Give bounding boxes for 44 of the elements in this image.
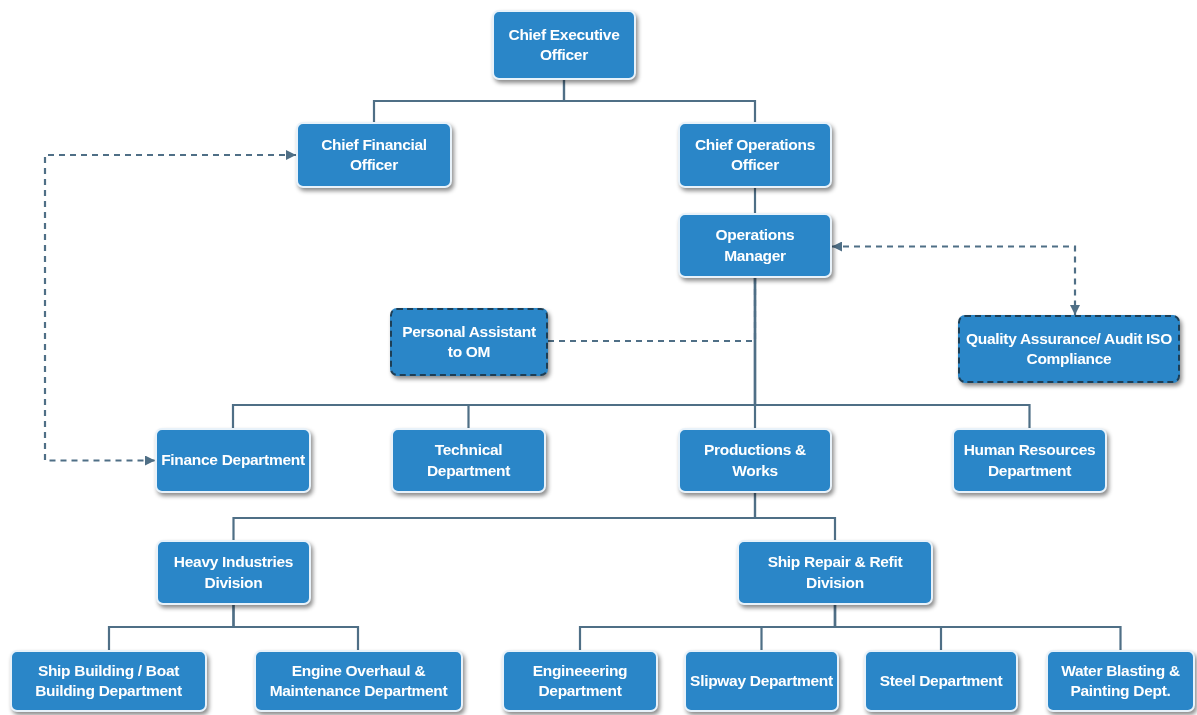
connector-line <box>753 493 837 540</box>
org-box <box>391 428 546 493</box>
node-label: Chief Executive Officer <box>507 24 621 65</box>
org-box <box>10 650 207 712</box>
node-label: Engineeering Department <box>531 660 629 701</box>
arrow <box>43 150 296 466</box>
node-label: Operations Manager <box>714 225 796 266</box>
connector-line <box>562 80 757 122</box>
node-label: Personal Assistant to OM <box>401 321 537 362</box>
node-label: Steel Department <box>879 670 1003 691</box>
org-box <box>254 650 463 712</box>
node-label: Human Resources Department <box>962 440 1097 481</box>
org-box <box>678 428 832 493</box>
org-box <box>678 213 832 278</box>
org-box <box>864 650 1018 712</box>
node-label: Technical Department <box>425 440 512 481</box>
connector-line <box>548 278 757 343</box>
node-label: Chief Operations Officer <box>693 134 817 175</box>
node-label: Quality Assurance/ Audit ISO Compliance <box>965 328 1173 369</box>
node-label: Engine Overhaul & Maintenance Department <box>268 660 449 701</box>
org-box <box>296 122 452 188</box>
node-label: Ship Building / Boat Building Department <box>34 660 183 701</box>
org-box <box>958 315 1180 383</box>
node-label: Chief Financial Officer <box>320 134 428 175</box>
org-box <box>156 540 311 605</box>
node-label: Water Blasting & Painting Dept. <box>1060 660 1181 701</box>
org-box <box>684 650 839 712</box>
arrow <box>832 241 1080 315</box>
connector-line <box>833 605 1122 650</box>
org-box <box>1046 650 1195 712</box>
org-box <box>502 650 658 712</box>
org-box <box>155 428 311 493</box>
node-label: Finance Department <box>161 450 305 471</box>
connector-line <box>753 188 757 213</box>
org-box <box>737 540 933 605</box>
node-label: Slipway Department <box>690 670 833 691</box>
node-label: Heavy Industries Division <box>172 552 295 593</box>
org-box <box>492 10 636 80</box>
org-box <box>390 308 548 376</box>
connector-line <box>232 605 360 650</box>
node-label: Productions & Works <box>703 440 807 481</box>
org-box <box>678 122 832 188</box>
node-label: Ship Repair & Refit Division <box>766 552 904 593</box>
org-box <box>952 428 1107 493</box>
